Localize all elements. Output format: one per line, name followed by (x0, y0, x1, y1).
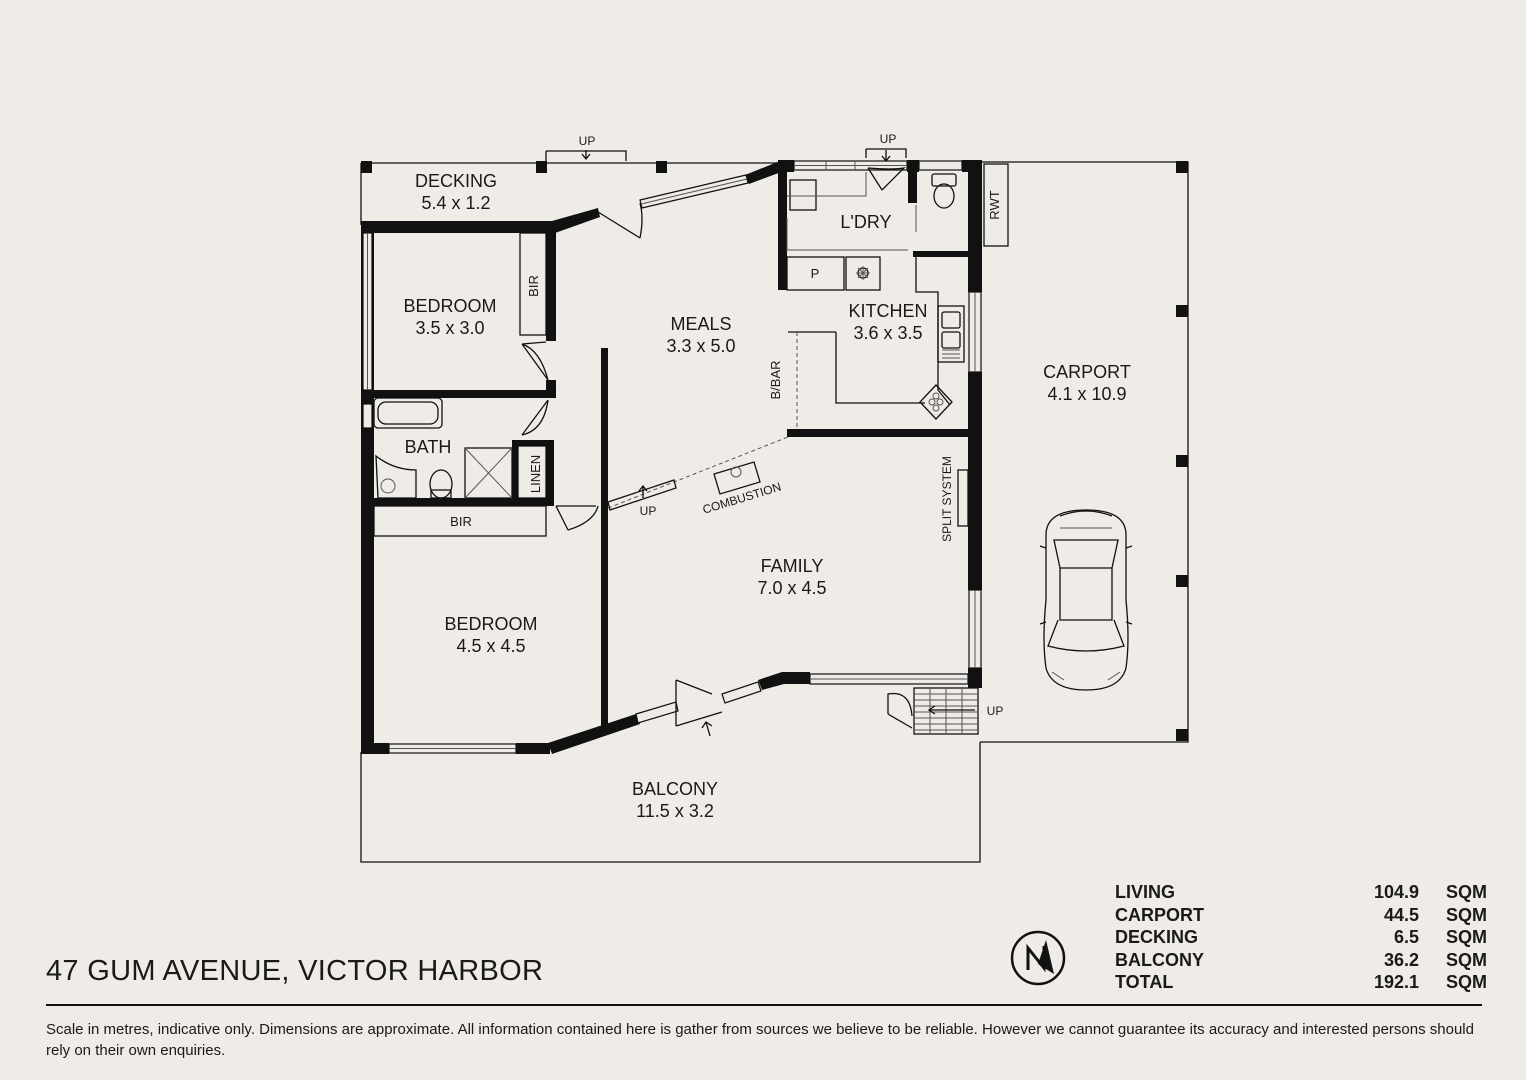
up-label-carport: UP (987, 704, 1004, 718)
area-name: CARPORT (1115, 904, 1204, 925)
area-name: TOTAL (1115, 972, 1174, 992)
meals-name: MEALS (670, 314, 731, 334)
kitchen-name: KITCHEN (848, 301, 927, 321)
bedroom1-dims: 3.5 x 3.0 (415, 318, 484, 338)
area-summary-table: LIVING 104.9 SQM CARPORT 44.5 SQM DECKIN… (1115, 882, 1487, 995)
carport-dims: 4.1 x 10.9 (1047, 384, 1126, 404)
area-value: 192.1 (1373, 972, 1419, 992)
laundry-name: L'DRY (840, 212, 891, 232)
up-label-laundry: UP (880, 132, 897, 146)
bir-label-bedroom1: BIR (526, 275, 541, 297)
area-value: 104.9 (1373, 882, 1419, 902)
walls (361, 160, 982, 754)
divider (46, 1004, 1482, 1006)
family-name: FAMILY (761, 556, 824, 576)
kitchen-dims: 3.6 x 3.5 (853, 323, 922, 343)
meals-dims: 3.3 x 5.0 (666, 336, 735, 356)
area-row-balcony: BALCONY 36.2 SQM (1115, 950, 1487, 973)
area-unit: SQM (1445, 949, 1487, 970)
area-unit: SQM (1445, 972, 1487, 992)
doors (521, 167, 917, 729)
area-row-decking: DECKING 6.5 SQM (1115, 927, 1487, 950)
up-label-decking: UP (579, 134, 596, 148)
area-value: 6.5 (1393, 927, 1419, 947)
decking-dims: 5.4 x 1.2 (421, 193, 490, 213)
room-labels: DECKING 5.4 x 1.2 BEDROOM 3.5 x 3.0 MEAL… (403, 171, 1130, 821)
combustion-label: COMBUSTION (701, 480, 783, 517)
area-row-carport: CARPORT 44.5 SQM (1115, 905, 1487, 928)
area-row-total: TOTAL 192.1 SQM (1115, 972, 1487, 995)
decking-name: DECKING (415, 171, 497, 191)
floor-plan: DECKING 5.4 x 1.2 BEDROOM 3.5 x 3.0 MEAL… (360, 132, 1189, 863)
bath-name: BATH (405, 437, 452, 457)
area-value: 44.5 (1383, 904, 1419, 925)
bbar-label: B/BAR (768, 360, 783, 399)
family-dims: 7.0 x 4.5 (757, 578, 826, 598)
split-system-label: SPLIT SYSTEM (940, 456, 954, 542)
area-unit: SQM (1445, 904, 1487, 925)
carport-name: CARPORT (1043, 362, 1131, 382)
windows (362, 160, 982, 754)
bedroom1-name: BEDROOM (403, 296, 496, 316)
disclaimer-text: Scale in metres, indicative only. Dimens… (46, 1021, 1474, 1059)
posts (361, 161, 1188, 741)
stair-arrows (581, 150, 975, 737)
outdoor-outlines (360, 148, 1189, 863)
pantry-label: P (811, 266, 820, 281)
rwt-label: RWT (987, 190, 1002, 219)
up-label-family: UP (640, 504, 657, 518)
area-name: LIVING (1115, 882, 1176, 902)
area-unit: SQM (1445, 927, 1487, 947)
area-value: 36.2 (1383, 949, 1419, 970)
linen-label: LINEN (528, 455, 543, 493)
bedroom2-name: BEDROOM (444, 614, 537, 634)
area-name: BALCONY (1115, 949, 1204, 970)
fixtures (373, 172, 979, 735)
north-compass-icon (1010, 930, 1066, 986)
property-address: 47 GUM AVENUE, VICTOR HARBOR (46, 955, 544, 987)
area-unit: SQM (1445, 882, 1487, 902)
area-name: DECKING (1115, 927, 1199, 947)
bedroom2-dims: 4.5 x 4.5 (456, 636, 525, 656)
bir-label-bedroom2: BIR (450, 514, 472, 529)
balcony-dims: 11.5 x 3.2 (636, 801, 714, 821)
area-row-living: LIVING 104.9 SQM (1115, 882, 1487, 905)
car-icon (1039, 509, 1133, 691)
balcony-name: BALCONY (632, 779, 718, 799)
